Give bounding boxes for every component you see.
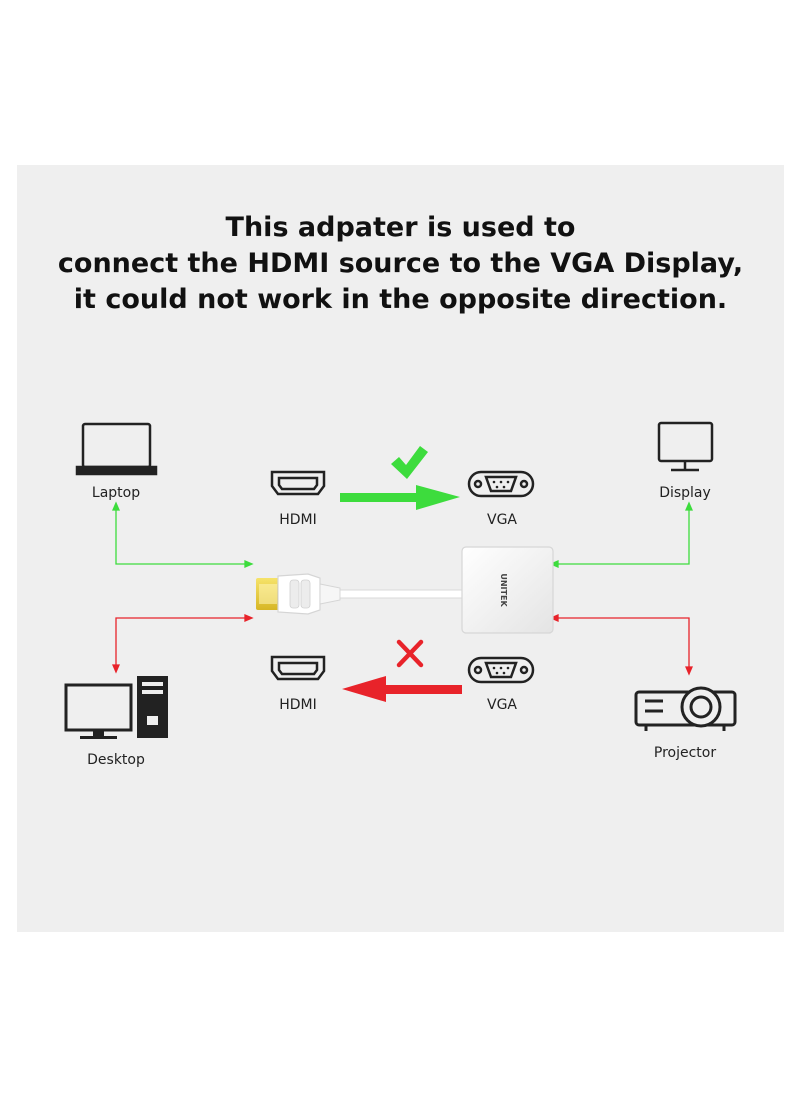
adapter-cable [339,589,463,599]
bottom-hdmi-label: HDMI [279,697,317,713]
bottom-vga-label: VGA [486,697,518,713]
headline-line-3: it could not work in the opposite direct… [73,284,728,315]
display-monitor-icon [657,421,714,472]
green-line-laptop-to-adapter [112,501,254,568]
hdmi-port-icon-top [270,470,326,496]
headline: This adpater is used to connect the HDMI… [17,210,784,318]
vga-adapter-box: UNITEK [461,546,554,634]
hdmi-plug-gold-tip [256,578,280,610]
red-arrow-vga-to-hdmi [342,676,462,702]
desktop-label: Desktop [87,752,145,768]
laptop-icon [75,422,158,476]
red-line-projector-to-adapter [549,614,693,676]
top-hdmi-label: HDMI [279,512,317,528]
vga-port-icon-bottom [467,656,535,684]
green-line-adapter-to-display [549,501,693,568]
projector-icon [634,686,737,731]
vga-port-icon-top [467,470,535,498]
green-arrow-hdmi-to-vga [340,485,460,510]
diagram-panel [17,165,784,932]
red-line-adapter-to-desktop [112,614,254,674]
headline-line-1: This adpater is used to [225,212,576,243]
adapter-brand-label: UNITEK [499,573,508,607]
projector-label: Projector [653,745,717,761]
laptop-label: Laptop [91,485,141,501]
display-label: Display [659,485,711,501]
cross-icon [396,639,424,668]
hdmi-plug-housing [277,573,341,615]
headline-line-2: connect the HDMI source to the VGA Displ… [57,248,744,279]
hdmi-to-vga-adapter: UNITEK [256,546,554,634]
top-vga-label: VGA [486,512,518,528]
desktop-computer-icon [64,676,168,739]
hdmi-port-icon-bottom [270,655,326,681]
checkmark-icon [391,446,428,479]
